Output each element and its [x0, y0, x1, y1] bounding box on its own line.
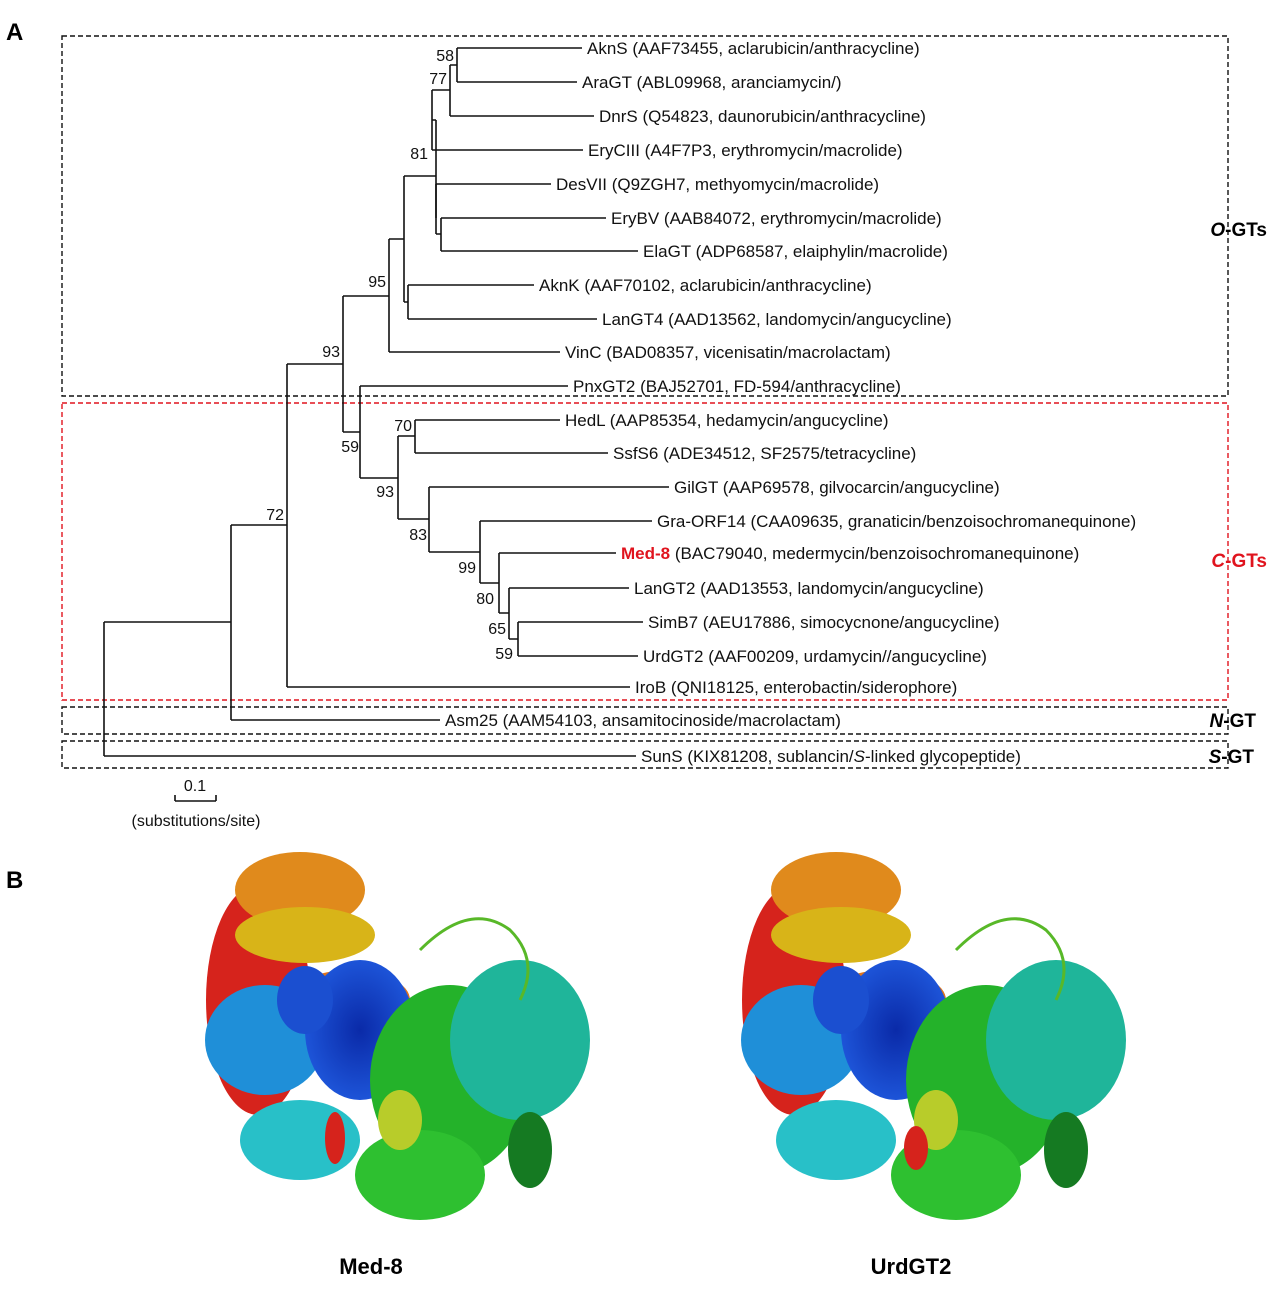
s-gt-box	[61, 740, 1229, 769]
o-gts-box	[61, 35, 1229, 397]
bootstrap-value: 70	[394, 418, 412, 435]
bootstrap-value: 83	[409, 527, 427, 544]
leaf-label: UrdGT2 (AAF00209, urdamycin//angucycline…	[643, 647, 987, 666]
bootstrap-value: 65	[488, 621, 506, 638]
group-label-c-gts: C-GTs	[1211, 551, 1267, 572]
n-gt-box	[61, 706, 1229, 735]
bootstrap-value: 81	[410, 146, 428, 163]
leaf-label: EryCIII (A4F7P3, erythromycin/macrolide)	[588, 141, 903, 160]
leaf-label-highlighted: Med-8 (BAC79040, medermycin/benzoisochro…	[621, 544, 1079, 563]
group-label-n-gt: N-GT	[1210, 711, 1257, 732]
bootstrap-value: 95	[368, 274, 386, 291]
leaf-label: SimB7 (AEU17886, simocycnone/angucycline…	[648, 613, 1000, 632]
caption-med-8: Med-8	[339, 1254, 403, 1279]
leaf-label: Asm25 (AAM54103, ansamitocinoside/macrol…	[445, 711, 841, 730]
leaf-label: DesVII (Q9ZGH7, methyomycin/macrolide)	[556, 175, 879, 194]
leaf-label: AknS (AAF73455, aclarubicin/anthracyclin…	[587, 39, 920, 58]
bootstrap-values: 58 77 81 95 93 70 59 93 83 99 80 65 59 7…	[266, 48, 513, 663]
bootstrap-value: 93	[322, 344, 340, 361]
leaf-label: VinC (BAD08357, vicenisatin/macrolactam)	[565, 343, 891, 362]
structure-image-urdgt2	[741, 852, 1126, 1220]
leaf-label: AknK (AAF70102, aclarubicin/anthracyclin…	[539, 276, 872, 295]
panel-b-letter: B	[6, 867, 23, 894]
scale-bar: 0.1 (substitutions/site)	[132, 778, 261, 830]
leaf-label: IroB (QNI18125, enterobactin/siderophore…	[635, 678, 957, 697]
group-label-o-gts: O-GTs	[1210, 220, 1267, 241]
group-label-s-gt: S-GT	[1209, 747, 1255, 768]
leaf-label: SunS (KIX81208, sublancin/S-linked glyco…	[641, 747, 1021, 766]
bootstrap-value: 77	[429, 71, 447, 88]
leaf-label: DnrS (Q54823, daunorubicin/anthracycline…	[599, 107, 926, 126]
leaf-label: Gra-ORF14 (CAA09635, granaticin/benzoiso…	[657, 512, 1136, 531]
panel-a-letter: A	[6, 19, 23, 46]
leaf-label: GilGT (AAP69578, gilvocarcin/angucycline…	[674, 478, 1000, 497]
scale-bar-unit: (substitutions/site)	[132, 813, 261, 830]
leaf-label: EryBV (AAB84072, erythromycin/macrolide)	[611, 209, 942, 228]
leaf-label: PnxGT2 (BAJ52701, FD-594/anthracycline)	[573, 377, 901, 396]
leaf-labels: AknS (AAF73455, aclarubicin/anthracyclin…	[445, 39, 1136, 766]
bootstrap-value: 59	[495, 646, 513, 663]
leaf-label: LanGT4 (AAD13562, landomycin/angucycline…	[602, 310, 952, 329]
leaf-label: SsfS6 (ADE34512, SF2575/tetracycline)	[613, 444, 916, 463]
bootstrap-value: 99	[458, 560, 476, 577]
bootstrap-value: 59	[341, 439, 359, 456]
leaf-label: AraGT (ABL09968, aranciamycin/)	[582, 73, 842, 92]
bootstrap-value: 58	[436, 48, 454, 65]
leaf-label: LanGT2 (AAD13553, landomycin/angucycline…	[634, 579, 984, 598]
bootstrap-value: 72	[266, 507, 284, 524]
leaf-label: HedL (AAP85354, hedamycin/angucycline)	[565, 411, 889, 430]
bootstrap-value: 80	[476, 591, 494, 608]
caption-urdgt2: UrdGT2	[871, 1254, 952, 1279]
bootstrap-value: 93	[376, 484, 394, 501]
tree-branches	[103, 47, 669, 757]
leaf-label: ElaGT (ADP68587, elaiphylin/macrolide)	[643, 242, 948, 261]
structure-image-med-8	[205, 852, 590, 1220]
c-gts-box	[61, 402, 1229, 701]
scale-bar-value: 0.1	[184, 778, 206, 795]
